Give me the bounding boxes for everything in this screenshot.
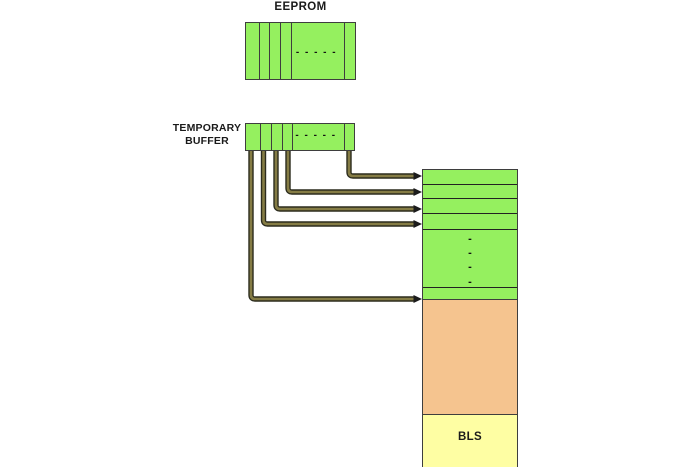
temporary-buffer-label-line1: TEMPORARY (172, 122, 242, 134)
temporary-buffer-box: - - - - - (245, 123, 355, 151)
connector-line-outline (285, 151, 414, 195)
cell-divider (344, 124, 346, 150)
connector-line-outline (260, 151, 414, 227)
eeprom-ellipsis: - - - - - (295, 47, 338, 58)
cell-divider (292, 124, 294, 150)
cell-divider (269, 23, 271, 79)
buffer-cell2-to-row4 (262, 151, 414, 226)
cell-divider (344, 23, 346, 79)
memory-column-green-rows: - - - - (422, 169, 518, 300)
buffer-cell3-to-row3 (274, 151, 414, 211)
row-divider (423, 287, 517, 288)
row-divider (423, 213, 517, 214)
eeprom-box: - - - - - (245, 22, 356, 80)
row-divider (423, 198, 517, 199)
buffer-cell4-to-row2 (286, 151, 414, 194)
column-ellipsis-dash: - (468, 247, 472, 259)
cell-divider (260, 124, 262, 150)
connector-arrow-icon (413, 188, 422, 196)
cell-divider (291, 23, 293, 79)
row-divider (423, 184, 517, 185)
connector-arrow-icon (413, 220, 422, 228)
connector-arrow-icon (413, 295, 422, 303)
cell-divider (259, 23, 261, 79)
column-ellipsis-dash: - (468, 276, 472, 288)
buffer-cell6-to-row1 (347, 151, 414, 178)
cell-divider (271, 124, 273, 150)
row-divider (423, 229, 517, 230)
connector-arrow-icon (413, 205, 422, 213)
cell-divider (282, 124, 284, 150)
bls-label: BLS (458, 431, 482, 443)
buffer-cell1-to-row6 (249, 151, 414, 301)
temporary-buffer-label: TEMPORARY BUFFER (168, 122, 246, 147)
column-ellipsis-dash: - (468, 233, 472, 245)
memory-column-middle-block (422, 300, 518, 415)
memory-column-bls-block: BLS (422, 415, 518, 467)
temporary-buffer-label-line2: BUFFER (185, 134, 229, 147)
column-ellipsis-dash: - (468, 261, 472, 273)
connector-line-outline (248, 151, 414, 302)
cell-divider (280, 23, 282, 79)
temporary-buffer-ellipsis: - - - - - (295, 130, 337, 141)
connector-arrow-icon (413, 172, 422, 180)
eeprom-label: EEPROM (274, 1, 327, 13)
connector-line-outline (273, 151, 414, 212)
connector-line-outline (346, 151, 414, 179)
